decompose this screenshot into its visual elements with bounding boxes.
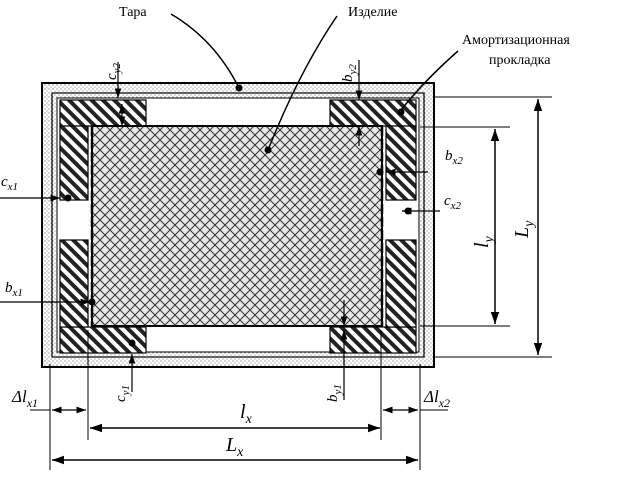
label-dlx2: Δlx2 xyxy=(423,387,450,410)
label-bx1: bx1 xyxy=(5,280,23,299)
label-ly: ly xyxy=(471,235,497,248)
label-izdelie: Изделие xyxy=(348,5,397,20)
dot-bx2 xyxy=(376,168,384,176)
dot-cy1 xyxy=(128,339,136,347)
pad-left-top xyxy=(59,125,89,201)
label-dlx1: Δlx1 xyxy=(11,387,38,410)
label-Ly: Ly xyxy=(511,220,537,239)
leader-dot-pad xyxy=(397,108,405,116)
label-tara: Тара xyxy=(119,5,147,20)
pad-right-top xyxy=(385,125,417,201)
label-cx2: cx2 xyxy=(444,193,462,212)
leader-lines xyxy=(170,13,459,154)
label-by1: by1 xyxy=(325,384,344,402)
pad-bottom-right xyxy=(329,326,417,354)
label-Lx: Lx xyxy=(225,434,244,460)
label-cx1: cx1 xyxy=(1,174,18,193)
pad-left-bottom xyxy=(59,239,89,328)
label-cy2: cy2 xyxy=(104,62,123,80)
cushion-pads xyxy=(59,99,417,354)
dot-cx1 xyxy=(64,194,72,202)
label-pad-line2: прокладка xyxy=(489,53,551,68)
dot-bx1 xyxy=(88,298,96,306)
label-bx2: bx2 xyxy=(445,148,463,167)
gap-indicators xyxy=(0,60,440,400)
label-lx: lx xyxy=(240,401,253,427)
dot-cx2 xyxy=(404,207,412,215)
label-by2: by2 xyxy=(340,64,359,82)
leader-dot-tara xyxy=(235,84,243,92)
leader-dot-izdelie xyxy=(264,146,272,154)
pad-right-bottom xyxy=(385,239,417,328)
dimension-lines xyxy=(30,96,552,470)
label-pad-line1: Амортизационная xyxy=(462,33,570,48)
label-cy1: cy1 xyxy=(113,385,132,402)
product-izdelie xyxy=(91,125,383,327)
pad-top-left xyxy=(59,99,147,127)
